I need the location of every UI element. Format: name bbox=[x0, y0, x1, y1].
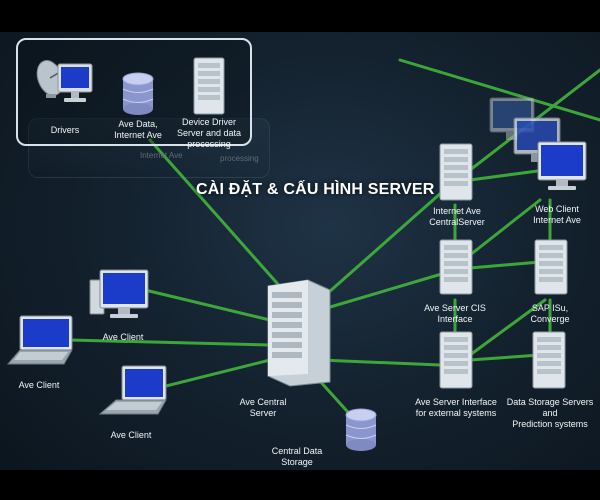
diagram-title: CÀI ĐẶT & CẤU HÌNH SERVER bbox=[196, 181, 435, 198]
web-client-monitors-icon bbox=[489, 97, 587, 190]
label-device-driver: Device Driver Server and data processing bbox=[177, 117, 241, 150]
label-sap: SAP ISu, Converge bbox=[530, 303, 569, 325]
bottom-black-bar bbox=[0, 470, 600, 500]
link-ext-sap bbox=[468, 298, 547, 357]
desktop-client-icon bbox=[89, 269, 149, 318]
laptop-client-left-icon bbox=[6, 315, 73, 365]
label-web-client-line1: Web Client bbox=[535, 204, 579, 214]
label-central-server-line1: Ave Central bbox=[239, 397, 287, 407]
label-ave-data-line2: Internet Ave bbox=[114, 130, 162, 140]
label-client-top: Ave Client bbox=[102, 332, 144, 342]
link-central-internet bbox=[318, 183, 452, 302]
link-top-right bbox=[398, 58, 600, 122]
internet-ave-server-icon bbox=[439, 143, 473, 201]
link-central-client-left bbox=[68, 338, 272, 347]
sap-server-icon bbox=[534, 239, 568, 295]
label-central-server-line2: Server bbox=[249, 408, 277, 418]
link-panel-central bbox=[148, 138, 294, 302]
label-device-driver-line2: Server and data bbox=[176, 128, 242, 138]
top-black-bar bbox=[0, 0, 600, 32]
label-sap-line1: SAP ISu, bbox=[531, 303, 569, 313]
panel-reflection bbox=[28, 118, 270, 178]
label-cis-server-line1: Ave Server CIS bbox=[424, 303, 486, 313]
external-server-icon bbox=[439, 331, 473, 389]
ghost-label-internet: Internet Ave bbox=[140, 151, 183, 160]
satellite-monitor-icon bbox=[36, 60, 93, 102]
label-drivers: Drivers bbox=[50, 125, 80, 135]
label-internet-ave-server-line1: Internet Ave bbox=[433, 206, 481, 216]
laptop-client-bottom-icon bbox=[98, 365, 167, 415]
link-central-client-bottom bbox=[148, 358, 272, 392]
label-sap-line2: Converge bbox=[530, 314, 570, 324]
database-icon bbox=[122, 72, 154, 115]
server-tower-icon bbox=[193, 57, 225, 115]
link-cis-webclient bbox=[468, 198, 542, 257]
ghost-label-processing: processing bbox=[220, 154, 259, 163]
label-internet-ave-server: Internet Ave CentralServer bbox=[429, 206, 485, 228]
link-ext-data bbox=[468, 353, 542, 362]
cis-server-icon bbox=[439, 239, 473, 295]
label-external-server-line2: for external systems bbox=[415, 408, 497, 418]
label-external-server-line1: Ave Server Interface bbox=[415, 397, 497, 407]
label-data-storage-line2: and bbox=[542, 408, 558, 418]
label-cis-server-line2: Interface bbox=[437, 314, 473, 324]
label-data-storage-line3: Prediction systems bbox=[512, 419, 588, 429]
label-web-client: Web Client Internet Ave bbox=[533, 204, 581, 226]
label-device-driver-line3: processing bbox=[187, 139, 231, 149]
label-central-storage-line2: Storage bbox=[281, 457, 313, 467]
link-central-ext bbox=[318, 358, 442, 367]
label-device-driver-line1: Device Driver bbox=[181, 117, 237, 127]
label-web-client-line2: Internet Ave bbox=[533, 215, 581, 225]
link-central-client-top bbox=[143, 288, 272, 322]
label-data-storage-servers: Data Storage Servers and Prediction syst… bbox=[507, 397, 594, 430]
label-central-storage-line1: Central Data bbox=[271, 446, 323, 456]
label-client-bottom: Ave Client bbox=[110, 430, 152, 440]
label-client-left: Ave Client bbox=[18, 380, 60, 390]
label-external-server: Ave Server Interface for external system… bbox=[415, 397, 497, 419]
label-ave-data: Ave Data, Internet Ave bbox=[114, 119, 162, 141]
central-server-icon bbox=[267, 279, 331, 387]
label-central-server: Ave Central Server bbox=[240, 397, 287, 419]
data-storage-server-icon bbox=[532, 331, 566, 389]
label-data-storage-line1: Data Storage Servers bbox=[506, 397, 594, 407]
label-central-storage: Central Data Storage bbox=[272, 446, 323, 468]
link-cis-sap bbox=[468, 260, 542, 270]
label-cis-server: Ave Server CIS Interface bbox=[424, 303, 486, 325]
central-storage-database-icon bbox=[345, 408, 377, 451]
label-ave-data-line1: Ave Data, bbox=[118, 119, 158, 129]
link-internet-webclient bbox=[468, 168, 547, 182]
label-internet-ave-server-line2: CentralServer bbox=[429, 217, 485, 227]
link-central-cis bbox=[318, 268, 457, 312]
